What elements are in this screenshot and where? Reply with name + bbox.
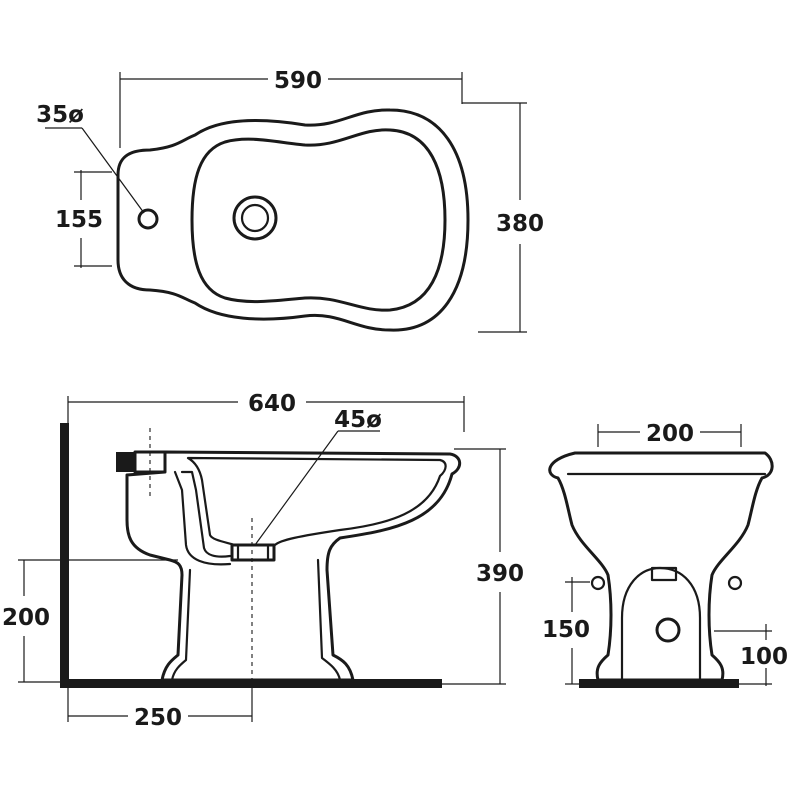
drain-fitting	[230, 543, 276, 562]
height-label: 390	[476, 561, 524, 587]
wall-line	[60, 423, 69, 688]
drain-height-label: 200	[2, 605, 50, 631]
inlet-height-label: 150	[542, 617, 590, 643]
waste-hole-icon	[655, 617, 681, 643]
depth-label: 380	[496, 211, 544, 237]
right-fixing-hole-icon	[727, 575, 743, 591]
front-view-slot	[650, 566, 678, 582]
side-view: 640 390 45ø 200 250	[2, 391, 524, 731]
rear-block	[116, 452, 136, 472]
drain-diameter-label: 45ø	[334, 407, 382, 433]
drain-offset-label: 250	[134, 705, 182, 731]
top-view: 590 380 155 35ø	[36, 68, 544, 333]
hole-height-label: 100	[740, 644, 788, 670]
length-label: 640	[248, 391, 296, 417]
top-view-drain-outer-icon	[232, 195, 278, 241]
width-label: 590	[274, 68, 322, 94]
side-view-outer-outline	[125, 450, 462, 682]
pedestal-inner	[170, 568, 192, 682]
spacing-label: 155	[55, 207, 103, 233]
left-fixing-hole-icon	[590, 575, 606, 591]
tap-hole-icon	[137, 208, 159, 230]
top-view-inner-basin	[190, 128, 447, 312]
waste-trap	[180, 470, 232, 558]
top-view-drain-inner-icon	[240, 203, 270, 233]
hole-diameter-label: 35ø	[36, 102, 84, 128]
waste-trap-inner	[173, 470, 232, 566]
front-width-label: 200	[646, 421, 694, 447]
front-view: 200 150 100	[542, 421, 788, 688]
side-view-inner-bowl	[186, 456, 447, 547]
front-view-outer-outline	[548, 451, 774, 682]
